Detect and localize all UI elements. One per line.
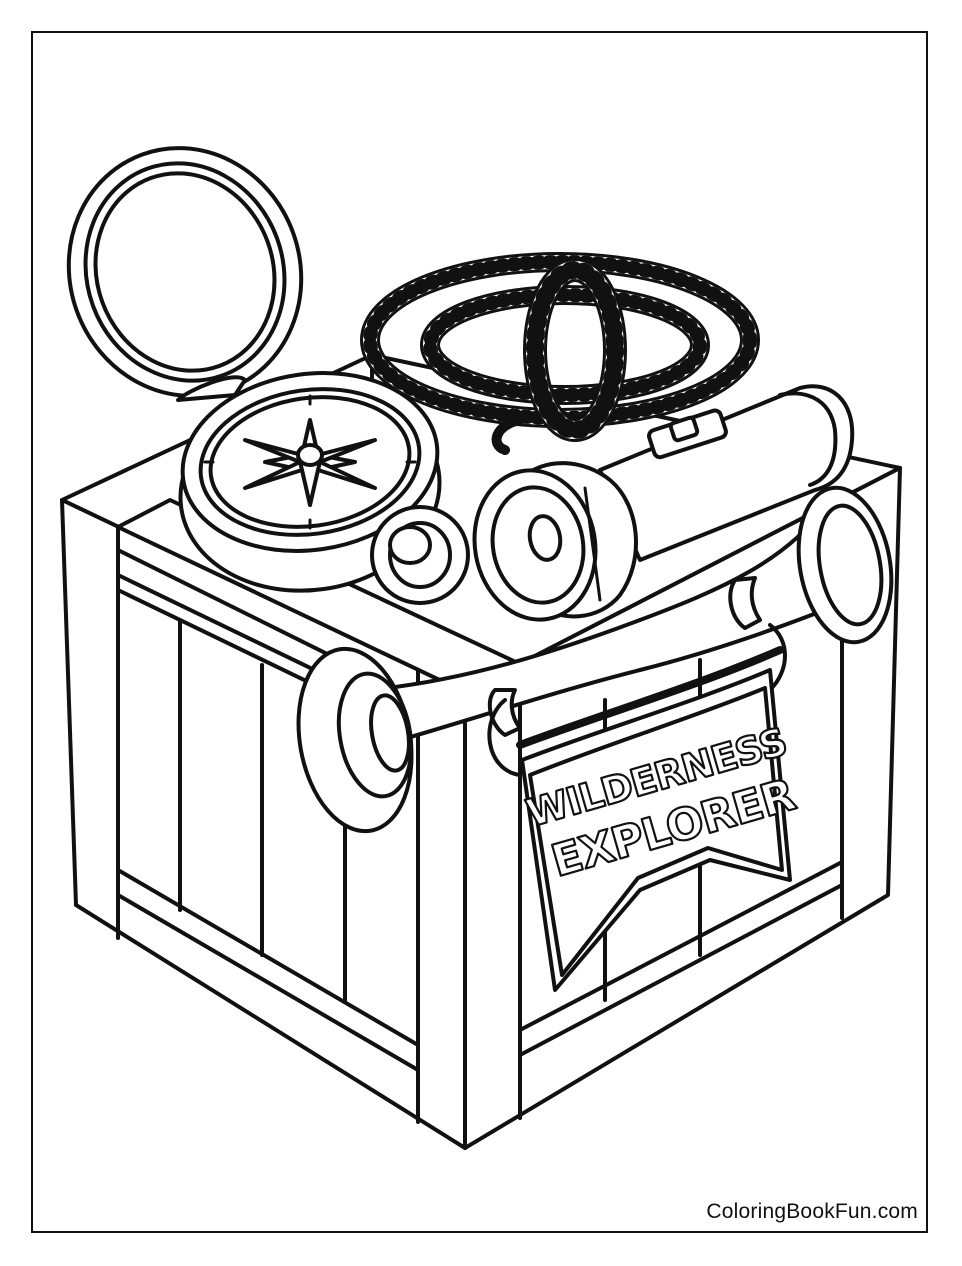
site-credit: ColoringBookFun.com [706, 1200, 918, 1223]
pennant-banner [516, 646, 792, 992]
coiled-rope [360, 252, 760, 455]
flashlight [472, 384, 855, 622]
compass [66, 146, 470, 605]
page-border [31, 31, 928, 1233]
horn [296, 485, 894, 834]
